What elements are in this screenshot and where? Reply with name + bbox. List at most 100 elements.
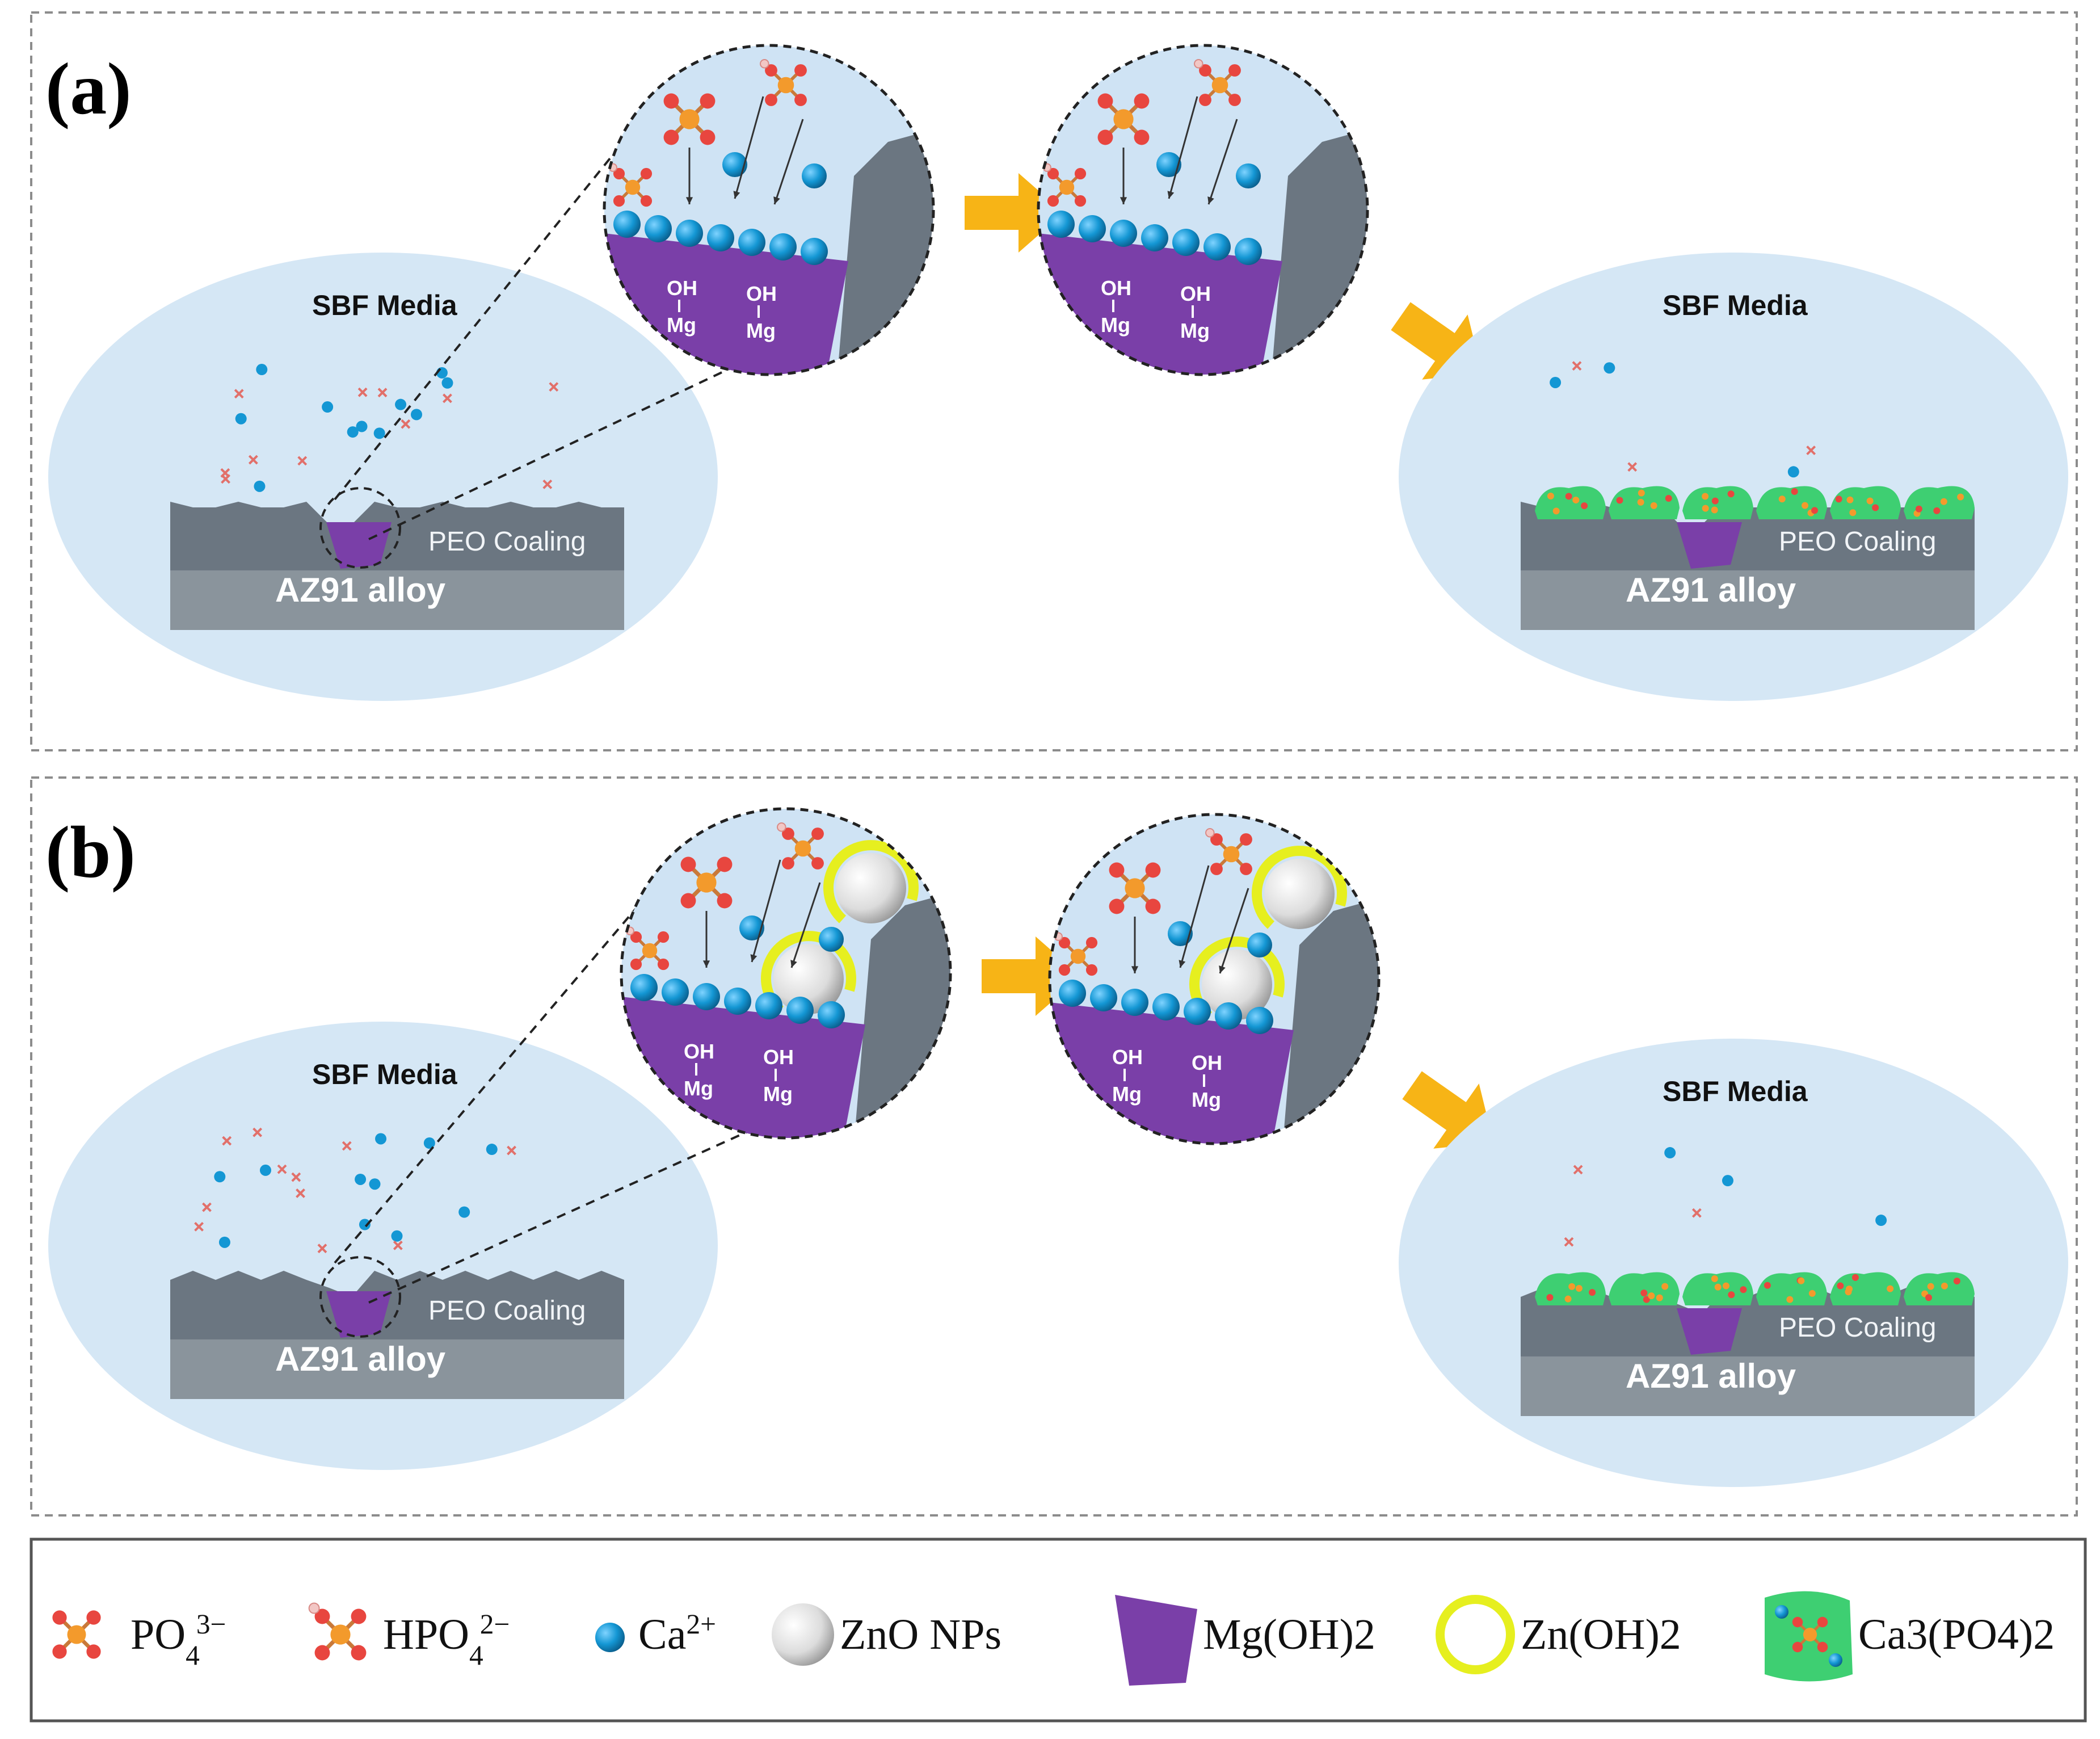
apatite-particle-icon [1711, 497, 1719, 505]
apatite-particle-icon [1837, 1282, 1844, 1289]
diffusion-arrow-icon [773, 119, 804, 205]
phosphate-particle-icon [1806, 446, 1816, 455]
zoom-connector-line [334, 101, 656, 501]
zoom-outline [1037, 44, 1369, 376]
sbf-media-label: SBF Media [312, 289, 458, 321]
ca-ion-dot-icon [423, 1137, 435, 1149]
ca-ion-dot-icon [254, 480, 266, 492]
ca-ion-icon [1775, 1605, 1788, 1619]
ca-ion-icon [1168, 921, 1193, 946]
az91-alloy-label: AZ91 alloy [1626, 571, 1796, 609]
ca-ion-dot-icon [235, 413, 247, 425]
apatite-particle-icon [1648, 1292, 1655, 1300]
diffusion-arrow-icon [1131, 917, 1139, 973]
ca-ion-dot-icon [1875, 1215, 1887, 1226]
oh-label: OH [684, 1040, 714, 1063]
zn-oh2-shell-icon [760, 931, 856, 1014]
ca-ion-dot-icon [411, 409, 423, 421]
legend-mgoh2-label: Mg(OH)2 [1203, 1611, 1375, 1658]
apatite-particle-icon [1802, 502, 1809, 509]
apatite-particle-icon [1552, 507, 1560, 515]
ca-ion-dot-icon [395, 398, 407, 410]
ca-ion-dot-icon [375, 1133, 387, 1145]
hpo4-ion-icon [760, 59, 807, 106]
diffusion-arrow-icon [733, 96, 764, 199]
apatite-particle-icon [1564, 1295, 1572, 1303]
phosphate-particle-icon [377, 388, 388, 398]
mg-label: Mg [763, 1082, 793, 1106]
ca-ion-icon [693, 983, 720, 1010]
panel-b-frame [30, 776, 2078, 1517]
apatite-particle-icon [1798, 1277, 1805, 1284]
po4-ion-icon [1792, 1616, 1828, 1653]
ca-ion-icon [1215, 1002, 1242, 1030]
ca-ion-icon [1110, 220, 1137, 247]
zn-oh2-shell-icon [1189, 936, 1285, 1020]
apatite-particle-icon [1846, 496, 1854, 503]
ca-ion-icon [676, 220, 703, 247]
ca-ion-icon [1090, 984, 1117, 1011]
ca-ion-dot-icon [355, 1173, 367, 1185]
apatite-particle-icon [1711, 1275, 1718, 1283]
legend-znoh2-label: Zn(OH)2 [1521, 1611, 1681, 1658]
diffusion-arrow-icon [750, 859, 781, 963]
phosphate-particle-icon [1564, 1237, 1574, 1247]
diffusion-arrow-icon [702, 911, 710, 968]
ca-ion-icon [595, 1623, 625, 1652]
ca-ion-dot-icon [322, 401, 334, 413]
ca-ion-icon [1121, 989, 1148, 1016]
mg-oh2-pore-icon [326, 522, 392, 569]
phosphate-particle-icon [296, 1188, 305, 1198]
ca-ion-dot-icon [486, 1144, 498, 1156]
legend-znoh2-icon [1436, 1595, 1515, 1674]
peo-coating-label: PEO Coaling [1779, 527, 1936, 557]
ca-ion-icon [1152, 993, 1180, 1020]
apatite-particle-icon [1925, 1294, 1933, 1301]
apatite-particle-icon [1640, 1289, 1648, 1297]
panel-label: (a) [45, 48, 132, 130]
ca-ion-icon [1156, 152, 1181, 177]
apatite-particle-icon [1581, 502, 1588, 510]
ca-ion-icon [739, 915, 764, 940]
az91-alloy-block [1521, 568, 1975, 630]
apatite-particle-icon [1547, 492, 1554, 499]
apatite-particle-icon [1786, 1296, 1794, 1303]
hpo4-ion-icon [608, 163, 653, 207]
phosphate-particle-icon [221, 474, 230, 484]
ca-ion-icon [786, 997, 814, 1024]
ca-ion-dot-icon [356, 421, 368, 432]
phosphate-particle-icon [1691, 1208, 1702, 1218]
hpo4-ion-icon [1194, 59, 1241, 106]
phosphate-particle-icon [393, 1240, 403, 1250]
zn-oh2-shell-icon [823, 840, 919, 923]
apatite-particle-icon [1808, 1289, 1816, 1297]
az91-alloy-block [170, 1337, 624, 1399]
az91-alloy-label: AZ91 alloy [275, 1340, 446, 1378]
apatite-particle-icon [1953, 1278, 1960, 1285]
oh-label: OH [667, 276, 697, 300]
apatite-particle-icon [1572, 497, 1580, 504]
apatite-particle-icon [1845, 1288, 1852, 1296]
phosphate-particle-icon [248, 455, 258, 465]
zno-nanoparticle-icon [836, 853, 906, 923]
apatite-particle-icon [1791, 488, 1798, 495]
legend-hpo4-label: HPO42− [383, 1608, 510, 1671]
apatite-particle-icon [1764, 1282, 1771, 1289]
phosphate-particle-icon [342, 1141, 352, 1151]
ca-ion-icon [613, 211, 641, 238]
apatite-particle-icon [1656, 1294, 1663, 1301]
zoom-connector-line [368, 1131, 747, 1304]
apatite-particle-icon [1957, 493, 1964, 501]
apatite-particle-icon [1866, 497, 1874, 505]
legend-po4-label: PO43− [131, 1608, 226, 1671]
phosphate-particle-icon [291, 1172, 301, 1182]
diffusion-arrow-icon [1167, 96, 1198, 199]
apatite-particle-icon [1722, 1282, 1729, 1289]
phosphate-particle-icon [277, 1164, 287, 1174]
apatite-particle-icon [1589, 1289, 1596, 1296]
ca-ion-dot-icon [259, 1164, 271, 1176]
ca-ion-dot-icon [214, 1171, 226, 1183]
